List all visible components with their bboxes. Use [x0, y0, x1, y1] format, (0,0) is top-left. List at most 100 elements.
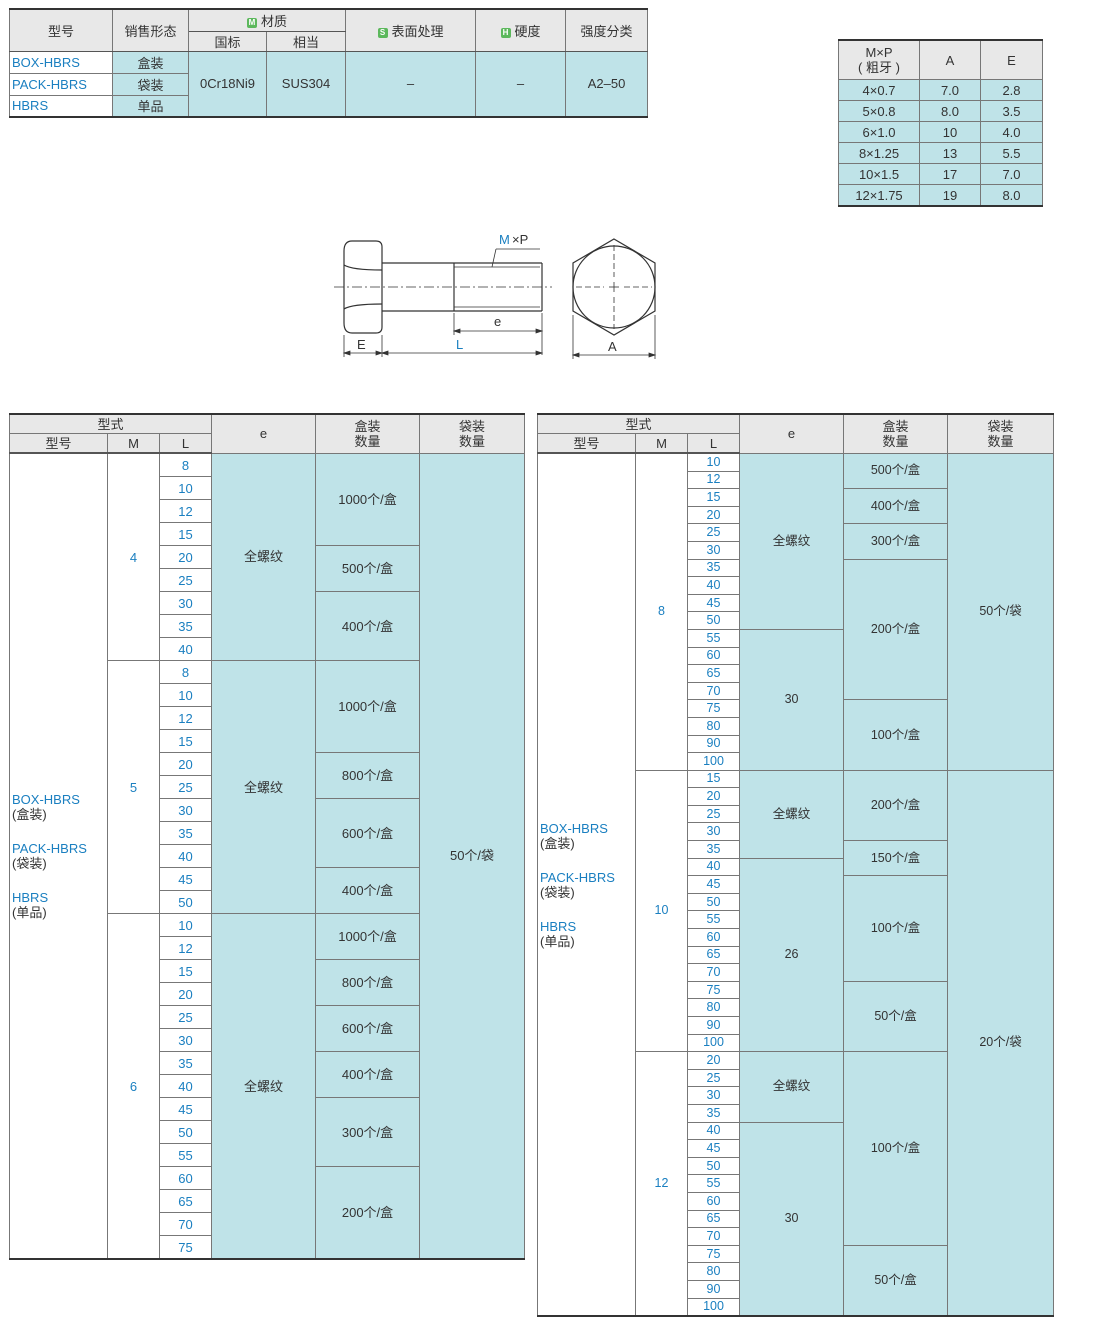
header-bag-qty-1: 袋装: [987, 418, 1014, 434]
l-cell: 8: [158, 452, 213, 477]
l-cell: 75: [686, 699, 741, 718]
l-cell: 50: [686, 611, 741, 630]
table-row: 20: [538, 505, 1054, 525]
spec-hardness-value: –: [475, 50, 567, 118]
header-a: A: [919, 39, 981, 80]
box-qty-cell: 50个/盒: [843, 980, 949, 1053]
header-box-qty: 盒装数量: [315, 413, 421, 454]
header-box-qty-1: 盒装: [882, 418, 909, 434]
l-cell: 100: [686, 1297, 741, 1317]
table-row: 40: [10, 844, 525, 868]
l-cell: 50: [158, 890, 213, 914]
l-cell: 25: [158, 568, 213, 592]
table-row: 45: [538, 593, 1054, 613]
table-row: 25: [538, 804, 1054, 824]
box-qty-cell: 800个/盒: [315, 959, 421, 1006]
l-cell: 40: [686, 857, 741, 877]
model-name: PACK-HBRS: [12, 841, 87, 856]
thread-a-cell: 19: [919, 184, 981, 207]
hardness-badge-icon: H: [500, 27, 511, 38]
box-qty-cell: 300个/盒: [843, 523, 949, 560]
header-equivalent: 相当: [265, 30, 347, 52]
diagram-label-e-head: E: [357, 337, 366, 352]
thread-mp-cell: 4×0.7: [838, 79, 920, 101]
table-row: 50: [538, 1156, 1054, 1176]
box-qty-cell: 1000个/盒: [315, 452, 421, 546]
l-cell: 75: [686, 1244, 741, 1264]
spec-form-box: 盒装: [112, 50, 189, 74]
header-bag-qty-2: 数量: [987, 433, 1014, 449]
table-row: 80: [538, 1262, 1054, 1281]
header-bag-qty-1: 袋装: [459, 418, 486, 434]
l-cell: 65: [686, 664, 741, 683]
e-cell: 30: [739, 628, 845, 771]
spec-model-box: BOX-HBRS: [9, 50, 113, 74]
header-box-qty: 盒装数量: [843, 413, 949, 454]
l-cell: 35: [686, 840, 741, 859]
bag-qty-cell: 20个/袋: [947, 769, 1055, 1317]
surface-badge-icon: S: [377, 27, 388, 38]
l-cell: 20: [158, 752, 213, 776]
model-note: (盒装): [540, 835, 575, 851]
header-bag-qty: 袋装数量: [419, 413, 526, 454]
l-cell: 100: [686, 1033, 741, 1053]
table-row: 30: [538, 540, 1054, 560]
m-cell: 10: [635, 769, 688, 1053]
l-cell: 30: [158, 798, 213, 822]
spec-surface-value: –: [345, 50, 477, 118]
header-type: 型式: [8, 413, 213, 434]
bolt-side-view: [343, 240, 543, 334]
thread-mp-cell: 6×1.0: [838, 121, 920, 143]
diagram-label-e-thread: e: [494, 314, 501, 329]
thread-e-cell: 8.0: [980, 184, 1043, 207]
e-cell: 全螺纹: [211, 913, 317, 1260]
l-cell: 20: [158, 982, 213, 1006]
box-qty-cell: 400个/盒: [315, 867, 421, 914]
header-box-qty-2: 数量: [882, 433, 909, 449]
table-row: 50: [538, 892, 1054, 912]
l-cell: 70: [686, 1227, 741, 1246]
bolt-diagram: M ×P e E L A: [334, 232, 657, 359]
model-note: (盒装): [12, 807, 47, 822]
l-cell: 45: [686, 593, 741, 613]
header-box-qty-2: 数量: [354, 433, 381, 449]
box-qty-cell: 400个/盒: [315, 1051, 421, 1098]
table-row: 10: [10, 683, 525, 707]
thread-e-cell: 5.5: [980, 142, 1043, 164]
table-row: 15: [10, 522, 525, 546]
l-cell: 15: [686, 769, 741, 789]
l-cell: 50: [686, 892, 741, 912]
l-cell: 12: [158, 499, 213, 523]
thread-a-cell: 10: [919, 121, 981, 143]
e-cell: 全螺纹: [211, 660, 317, 914]
model-name: HBRS: [540, 918, 577, 934]
e-cell: 全螺纹: [211, 452, 317, 661]
l-cell: 80: [686, 998, 741, 1017]
l-cell: 80: [686, 1262, 741, 1281]
l-cell: 12: [158, 936, 213, 960]
m-cell: 5: [107, 660, 160, 914]
table-row: 30: [538, 822, 1054, 842]
box-qty-cell: 100个/盒: [843, 699, 949, 771]
l-cell: 10: [158, 913, 213, 937]
box-qty-cell: 500个/盒: [315, 545, 421, 592]
header-e: e: [211, 413, 317, 454]
l-cell: 15: [158, 959, 213, 983]
l-cell: 70: [686, 963, 741, 982]
l-cell: 45: [158, 1097, 213, 1121]
box-qty-cell: 400个/盒: [843, 488, 949, 525]
model-note: (单品): [540, 933, 575, 949]
e-cell: 30: [739, 1121, 845, 1317]
l-cell: 65: [686, 1209, 741, 1229]
l-cell: 30: [686, 1086, 741, 1105]
size-table-left: 型式 e 盒装数量 袋装数量 型号 M L BOX-HBRS(盒装)PACK-H…: [8, 413, 526, 1260]
